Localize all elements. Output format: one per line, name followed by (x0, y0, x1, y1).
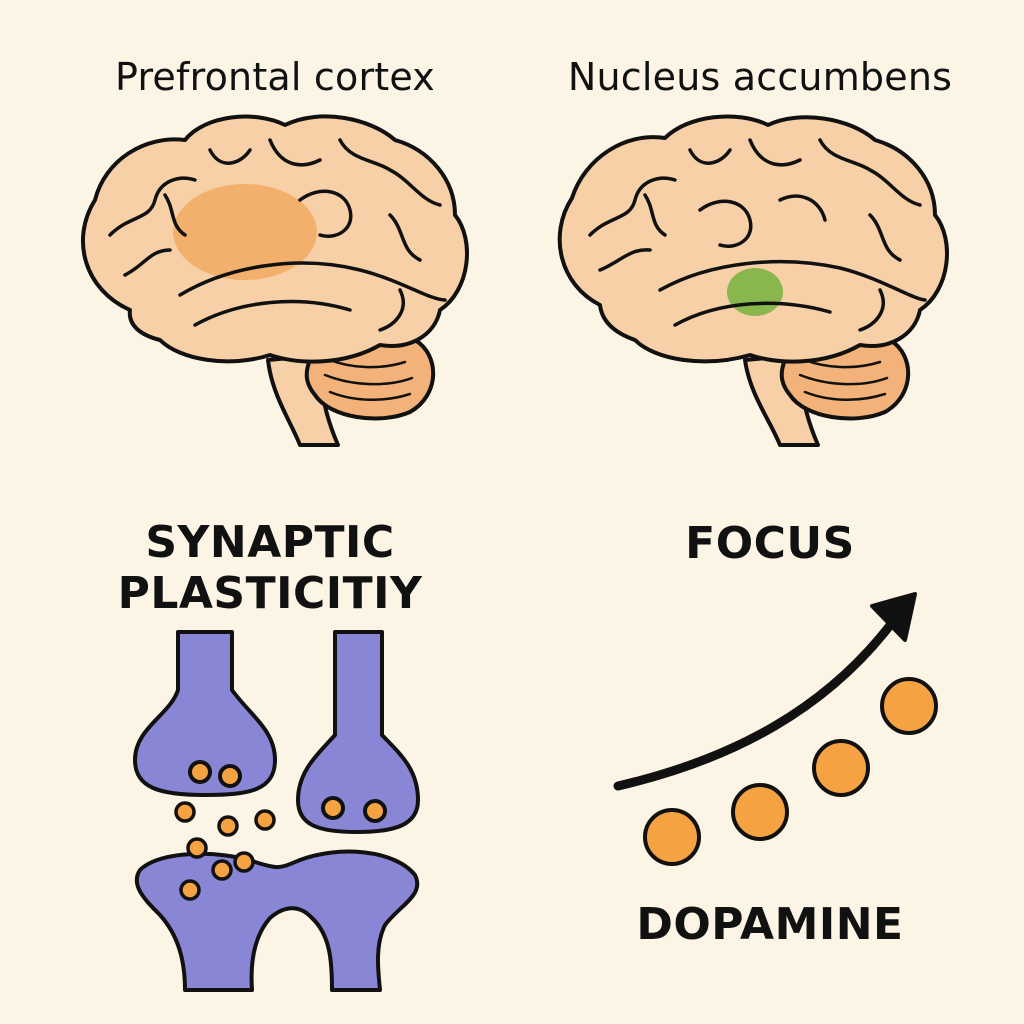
arrowhead-icon (870, 592, 917, 642)
dopamine-molecule-icon (812, 739, 870, 797)
neurotransmitter (211, 859, 233, 881)
neurotransmitter (179, 879, 201, 901)
synapse-illustration (133, 630, 420, 992)
upward-arrow-icon (613, 607, 905, 791)
nucleus-accumbens-label: Nucleus accumbens (567, 55, 953, 99)
neurotransmitter (217, 815, 239, 837)
vesicle (188, 760, 212, 784)
accumbens-brain-icon (557, 114, 949, 447)
synaptic-plasticity-line2: PLASTICITIY (117, 567, 423, 619)
neurotransmitter (186, 837, 208, 859)
vesicle (321, 796, 345, 820)
synaptic-plasticity-line1: SYNAPTIC (145, 517, 395, 568)
prefrontal-cortex-label: Prefrontal cortex (115, 55, 435, 99)
focus-label: FOCUS (685, 518, 855, 569)
dopamine-molecule-icon (880, 677, 938, 735)
neurotransmitter (254, 809, 276, 831)
prefrontal-brain-icon (80, 114, 469, 447)
accumbens-highlight (727, 268, 783, 316)
dopamine-molecule-icon (731, 783, 789, 841)
neurotransmitter (233, 851, 255, 873)
dopamine-molecule-icon (643, 808, 701, 866)
dopamine-label: DOPAMINE (636, 899, 904, 950)
presynaptic-terminal-left (133, 630, 277, 797)
cerebrum (557, 114, 949, 364)
synaptic-plasticity-label: SYNAPTIC PLASTICITIY (60, 517, 480, 619)
neurotransmitter (174, 801, 196, 823)
presynaptic-terminal-right (296, 630, 420, 834)
dopamine-molecules (643, 677, 938, 866)
focus-illustration (613, 592, 938, 866)
vesicle (218, 764, 242, 788)
postsynaptic-dendrite (134, 849, 420, 992)
prefrontal-highlight (173, 184, 317, 280)
vesicle (363, 799, 387, 823)
